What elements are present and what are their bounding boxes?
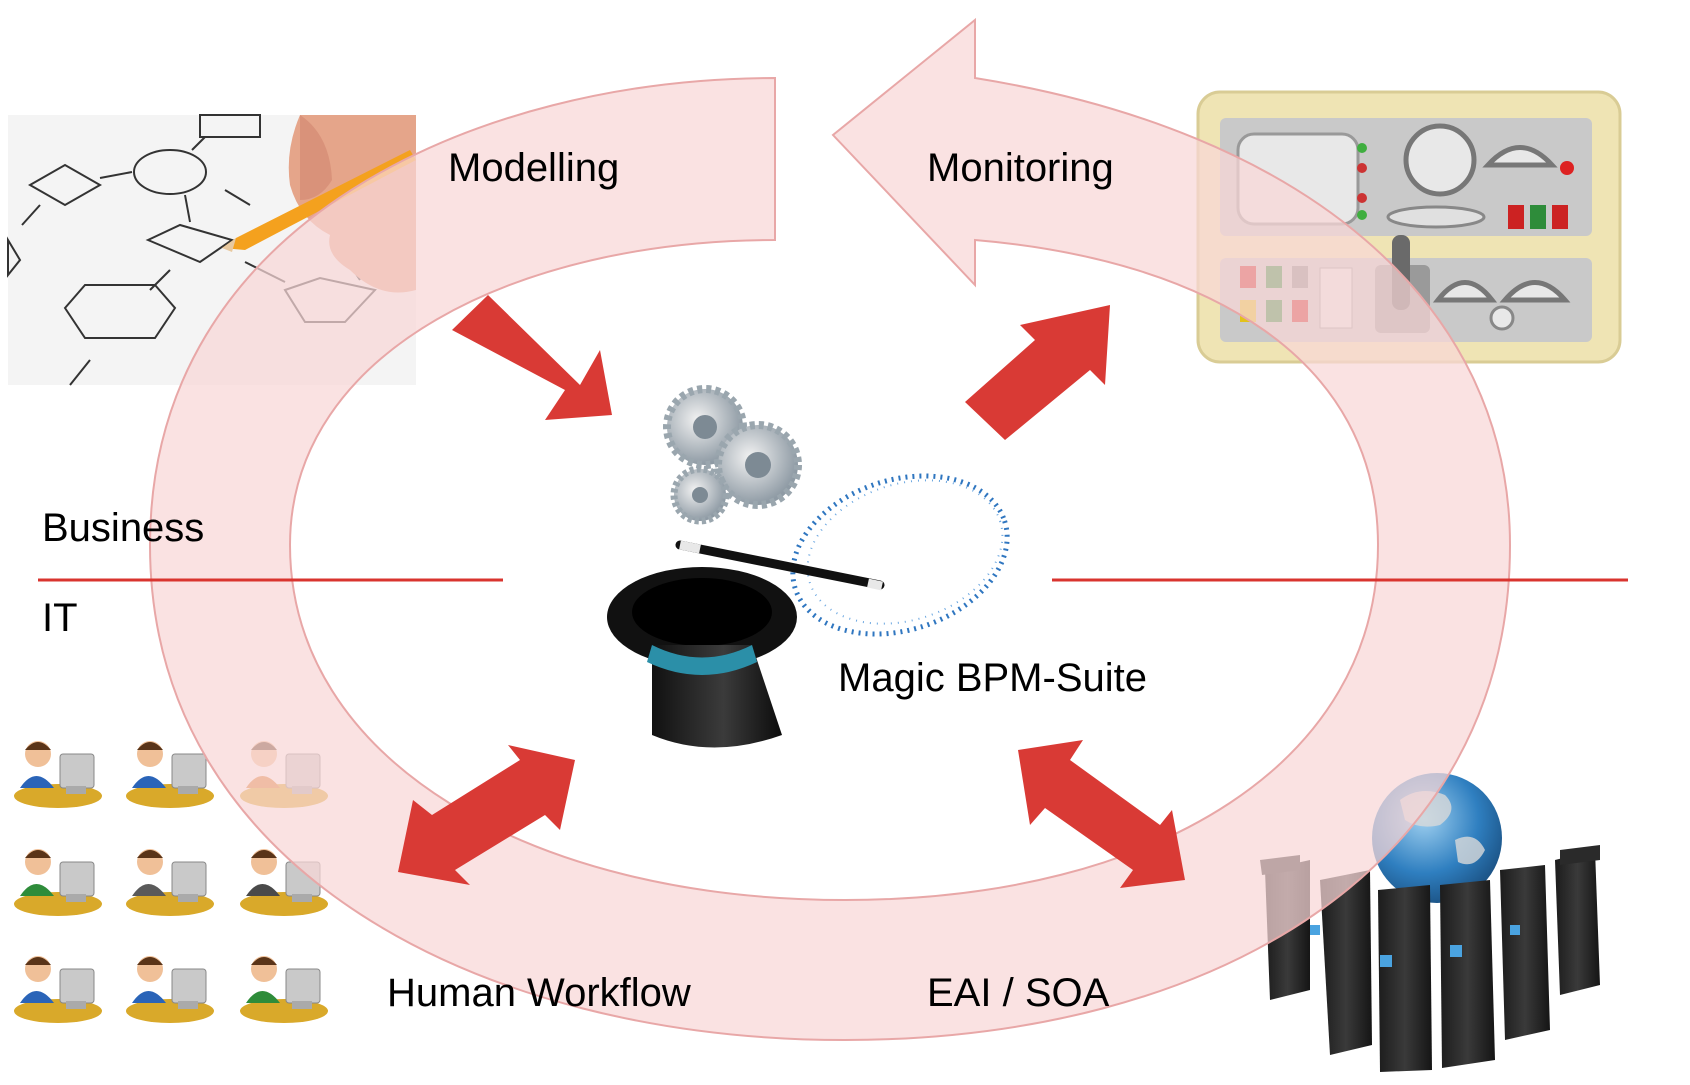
label-magic-bpm-suite: Magic BPM-Suite — [838, 656, 1147, 700]
person-at-computer-icon — [14, 741, 102, 808]
label-human-workflow: Human Workflow — [387, 971, 691, 1015]
magic-hat-icon — [607, 567, 797, 748]
person-at-computer-icon — [126, 849, 214, 916]
label-business: Business — [42, 506, 205, 550]
arrow-eai-soa — [1018, 740, 1185, 888]
label-monitoring: Monitoring — [927, 146, 1114, 190]
arrow-human-workflow — [398, 745, 575, 885]
arrow-modelling-to-suite — [452, 295, 612, 420]
person-at-computer-icon — [126, 956, 214, 1023]
process-cycle — [148, 17, 1512, 1042]
arrow-suite-to-monitoring — [965, 305, 1110, 440]
person-at-computer-icon — [14, 849, 102, 916]
sparkle-trail — [790, 473, 1010, 637]
label-eai-soa: EAI / SOA — [927, 971, 1110, 1015]
label-it: IT — [42, 596, 78, 640]
people-at-computers-icon — [14, 741, 328, 1023]
magic-wand-icon — [675, 540, 885, 591]
label-modelling: Modelling — [448, 146, 620, 190]
gears-icon — [663, 385, 802, 525]
person-at-computer-icon — [126, 741, 214, 808]
person-at-computer-icon — [14, 956, 102, 1023]
person-at-computer-icon — [240, 956, 328, 1023]
